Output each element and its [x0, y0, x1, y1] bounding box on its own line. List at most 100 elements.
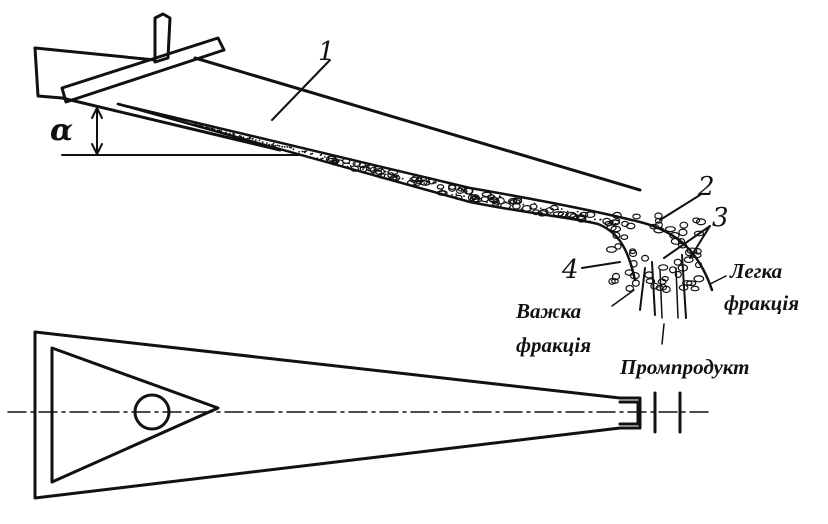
- particle: [625, 284, 635, 292]
- particle: [599, 218, 602, 221]
- callout-2: 2: [697, 172, 715, 202]
- particle: [218, 130, 221, 133]
- particle: [406, 179, 418, 186]
- particle: [612, 231, 621, 240]
- particle: [668, 266, 677, 274]
- particle: [655, 285, 664, 291]
- particle: [545, 207, 555, 214]
- particle: [220, 130, 223, 132]
- plan-view: [7, 330, 713, 500]
- particle: [513, 196, 523, 204]
- particle: [348, 162, 351, 165]
- particle: [238, 134, 241, 137]
- particle: [432, 181, 435, 184]
- particle: [669, 231, 680, 240]
- particle: [612, 211, 622, 219]
- particle: [447, 184, 457, 192]
- particle: [454, 194, 463, 201]
- particle: [472, 197, 483, 203]
- particle: [365, 164, 368, 167]
- particle: [504, 201, 507, 203]
- callout-3: 3: [712, 203, 729, 233]
- particle: [409, 176, 419, 183]
- particle: [628, 249, 638, 258]
- particle: [242, 136, 245, 139]
- particle: [620, 234, 629, 240]
- particle: [683, 256, 694, 264]
- particle: [509, 199, 521, 205]
- heavy-fraction-label-line2: фракція: [516, 333, 591, 357]
- particle: [569, 213, 579, 220]
- side-view: α 1 2 3 4 Легка фракція Важка: [33, 12, 799, 379]
- particle: [249, 136, 252, 139]
- product-splitters: [639, 254, 687, 319]
- angle-indicator: α: [50, 107, 301, 156]
- particle: [258, 139, 261, 142]
- inclined-sluice-tray: [33, 46, 642, 192]
- particle: [200, 125, 203, 128]
- particle: [611, 272, 621, 281]
- particle: [208, 126, 211, 129]
- particle: [384, 173, 387, 176]
- particle: [584, 211, 596, 219]
- particle: [557, 208, 560, 211]
- particle: [427, 180, 430, 183]
- particle: [272, 142, 275, 145]
- particle: [577, 215, 586, 223]
- particle: [610, 225, 622, 233]
- particle: [384, 170, 387, 173]
- particle: [645, 278, 656, 285]
- particle: [684, 248, 693, 257]
- particle: [286, 146, 289, 148]
- particle: [228, 132, 231, 135]
- particle: [581, 218, 583, 221]
- particle: [608, 219, 620, 225]
- particle: [401, 177, 404, 180]
- particle: [629, 248, 637, 255]
- particle: [460, 188, 463, 191]
- particle: [194, 123, 197, 126]
- particle: [632, 213, 641, 220]
- particle: [481, 191, 492, 198]
- particle: [320, 153, 323, 156]
- particle: [673, 258, 682, 266]
- particle: [266, 142, 268, 144]
- particle: [216, 129, 219, 132]
- particle: [321, 157, 324, 160]
- particle: [614, 243, 622, 250]
- particle: [654, 217, 663, 224]
- particle: [557, 211, 569, 218]
- material-stream: [116, 102, 714, 294]
- particle: [470, 194, 480, 200]
- feed-opening-circle: [133, 393, 171, 431]
- particle: [368, 167, 371, 170]
- particle: [271, 143, 273, 146]
- particle: [298, 150, 300, 153]
- particle: [690, 285, 700, 292]
- particle: [349, 165, 352, 167]
- particle: [211, 127, 213, 130]
- particle: [566, 210, 569, 213]
- particle: [539, 208, 549, 216]
- particle: [213, 128, 216, 131]
- particle: [566, 211, 577, 218]
- particle: [303, 151, 306, 154]
- leader-lines: [271, 59, 727, 345]
- particle: [323, 155, 326, 158]
- particle: [480, 196, 489, 203]
- particle: [392, 174, 401, 181]
- particle: [631, 279, 640, 287]
- particle: [305, 150, 308, 153]
- particle: [251, 137, 254, 140]
- particle: [225, 131, 227, 134]
- particle: [641, 254, 650, 262]
- particle: [580, 212, 583, 215]
- particle: [677, 242, 688, 249]
- particle: [201, 125, 204, 128]
- particle: [205, 126, 208, 129]
- particle: [374, 167, 385, 176]
- particle: [695, 218, 707, 226]
- particle: [281, 145, 284, 148]
- particle: [311, 152, 314, 155]
